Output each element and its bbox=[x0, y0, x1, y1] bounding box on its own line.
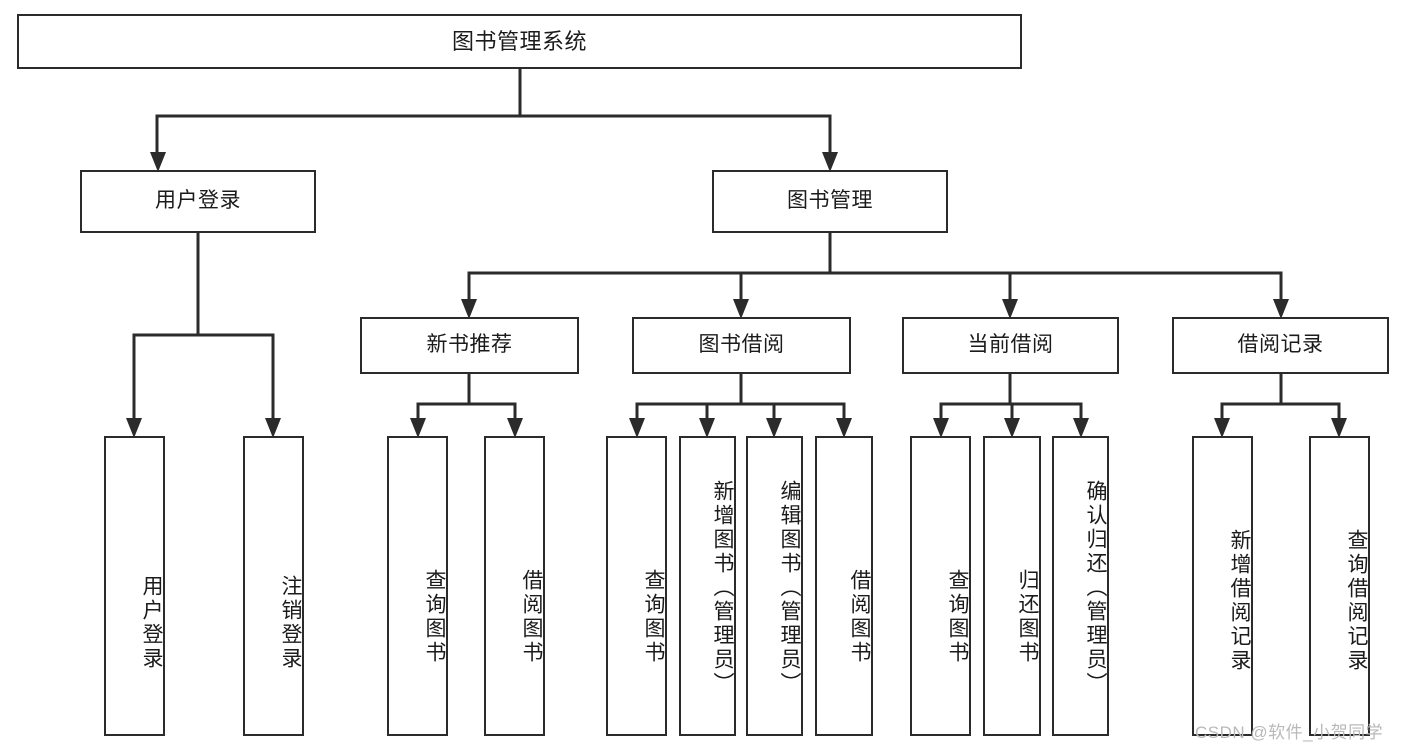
arrowhead-borrow bbox=[733, 299, 749, 319]
node-leaf-query-borrow-record[interactable]: 查询借阅记录 bbox=[1309, 436, 1370, 736]
arrowhead-leaf-8 bbox=[836, 418, 852, 438]
arrowhead-leaf-2 bbox=[265, 418, 281, 438]
arrowhead-leaf-10 bbox=[1004, 418, 1020, 438]
node-leaf-query-book-current[interactable]: 查询图书 bbox=[910, 436, 971, 736]
arrowhead-leaf-9 bbox=[933, 418, 949, 438]
arrowhead-leaf-1 bbox=[126, 418, 142, 438]
node-current-borrow-label: 当前借阅 bbox=[967, 333, 1054, 357]
node-root-label: 图书管理系统 bbox=[451, 28, 587, 54]
node-book-borrow[interactable]: 图书借阅 bbox=[632, 317, 851, 374]
node-leaf-query-book-borrow-label: 查询图书 bbox=[642, 569, 665, 665]
arrowhead-record bbox=[1273, 299, 1289, 319]
node-leaf-query-book-new[interactable]: 查询图书 bbox=[387, 436, 448, 736]
node-leaf-borrow-book[interactable]: 借阅图书 bbox=[815, 436, 873, 736]
node-borrow-record[interactable]: 借阅记录 bbox=[1172, 317, 1389, 374]
arrowhead-leaf-4 bbox=[507, 418, 523, 438]
node-leaf-query-book-current-label: 查询图书 bbox=[946, 569, 969, 665]
node-leaf-confirm-return-admin-label: 确认归还（管理员） bbox=[1084, 480, 1107, 696]
node-leaf-return-book[interactable]: 归还图书 bbox=[983, 436, 1041, 736]
arrowhead-book-mgmt bbox=[822, 152, 838, 172]
arrowhead-current bbox=[1002, 299, 1018, 319]
node-leaf-add-borrow-record[interactable]: 新增借阅记录 bbox=[1192, 436, 1253, 736]
node-user-login-label: 用户登录 bbox=[155, 189, 241, 213]
node-current-borrow[interactable]: 当前借阅 bbox=[902, 317, 1119, 374]
watermark: CSDN @软件_小贺同学 bbox=[1195, 723, 1384, 742]
node-leaf-borrow-book-new-label: 借阅图书 bbox=[520, 569, 543, 665]
node-book-management-label: 图书管理 bbox=[787, 189, 873, 213]
arrowhead-new-book bbox=[461, 299, 477, 319]
node-leaf-user-login[interactable]: 用户登录 bbox=[104, 436, 165, 736]
node-new-book-recommend-label: 新书推荐 bbox=[426, 333, 513, 357]
arrowhead-leaf-7 bbox=[766, 418, 782, 438]
node-leaf-confirm-return-admin[interactable]: 确认归还（管理员） bbox=[1052, 436, 1109, 736]
node-leaf-query-book-new-label: 查询图书 bbox=[423, 569, 446, 665]
node-root[interactable]: 图书管理系统 bbox=[17, 14, 1022, 69]
node-leaf-add-book-admin-label: 新增图书（管理员） bbox=[711, 480, 734, 696]
node-leaf-borrow-book-new[interactable]: 借阅图书 bbox=[484, 436, 545, 736]
arrowhead-leaf-3 bbox=[410, 418, 426, 438]
node-leaf-user-login-label: 用户登录 bbox=[140, 575, 163, 671]
node-new-book-recommend[interactable]: 新书推荐 bbox=[360, 317, 579, 374]
node-leaf-borrow-book-label: 借阅图书 bbox=[848, 569, 871, 665]
arrowhead-leaf-13 bbox=[1331, 418, 1347, 438]
node-leaf-add-borrow-record-label: 新增借阅记录 bbox=[1228, 529, 1251, 673]
node-leaf-edit-book-admin-label: 编辑图书（管理员） bbox=[778, 480, 801, 696]
node-leaf-add-book-admin[interactable]: 新增图书（管理员） bbox=[679, 436, 736, 736]
arrowhead-layer bbox=[126, 152, 1347, 438]
node-leaf-query-book-borrow[interactable]: 查询图书 bbox=[606, 436, 667, 736]
arrowhead-user-login bbox=[150, 152, 166, 172]
node-leaf-return-book-label: 归还图书 bbox=[1016, 569, 1039, 665]
node-leaf-edit-book-admin[interactable]: 编辑图书（管理员） bbox=[746, 436, 803, 736]
arrowhead-leaf-12 bbox=[1214, 418, 1230, 438]
node-book-management[interactable]: 图书管理 bbox=[712, 170, 948, 233]
arrowhead-leaf-6 bbox=[699, 418, 715, 438]
node-borrow-record-label: 借阅记录 bbox=[1237, 333, 1324, 357]
arrowhead-leaf-5 bbox=[629, 418, 645, 438]
node-leaf-logout-label: 注销登录 bbox=[279, 575, 302, 671]
node-user-login[interactable]: 用户登录 bbox=[80, 170, 316, 233]
node-leaf-logout[interactable]: 注销登录 bbox=[243, 436, 304, 736]
node-leaf-query-borrow-record-label: 查询借阅记录 bbox=[1345, 529, 1368, 673]
arrowhead-leaf-11 bbox=[1073, 418, 1089, 438]
node-book-borrow-label: 图书借阅 bbox=[698, 333, 785, 357]
